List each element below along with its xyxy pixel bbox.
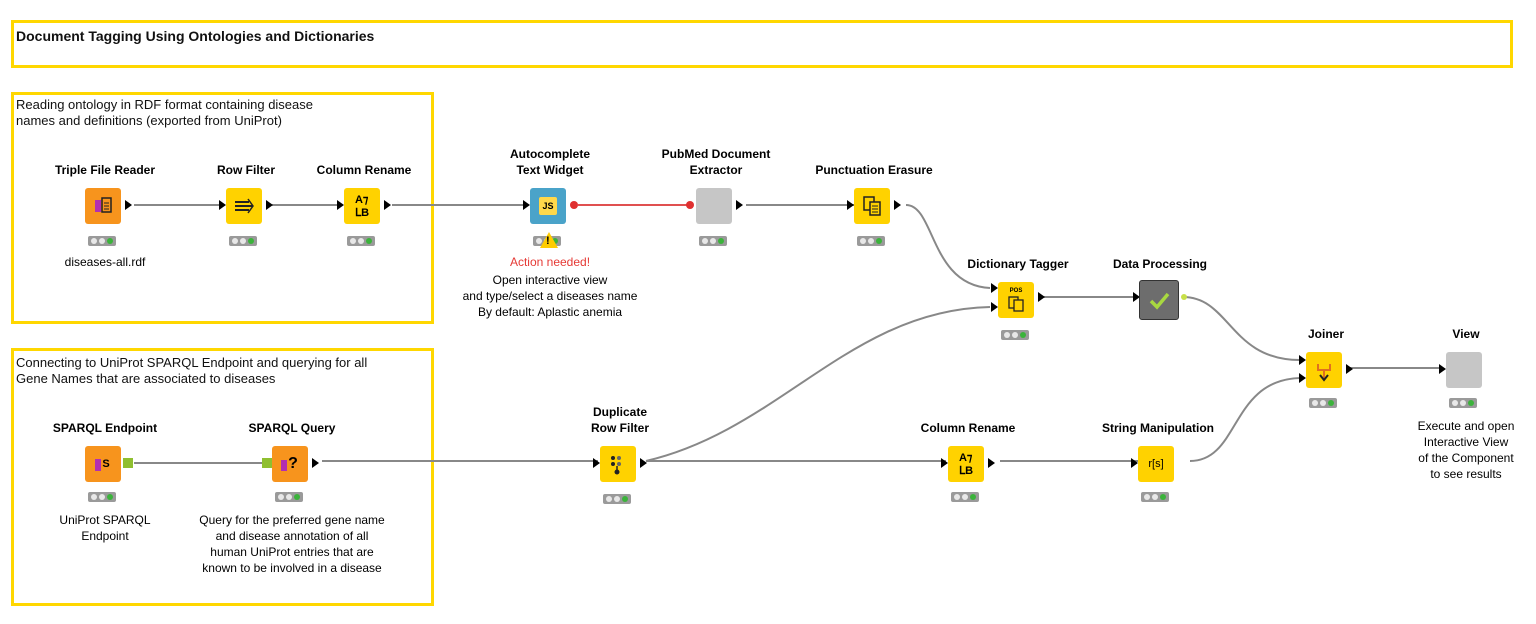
node-label[interactable]: Query for the preferred gene name and di… xyxy=(199,513,385,575)
node-status xyxy=(1309,398,1337,408)
row-filter-icon[interactable] xyxy=(226,188,262,224)
output-port[interactable] xyxy=(1346,364,1353,374)
node-title: Punctuation Erasure xyxy=(815,163,933,177)
node-label[interactable]: Execute and open Interactive View of the… xyxy=(1417,419,1515,481)
string-glyph: r[s] xyxy=(1148,458,1164,470)
ontology-annotation[interactable] xyxy=(11,92,434,324)
output-port[interactable] xyxy=(1181,294,1187,300)
query-glyph: ? xyxy=(288,455,298,472)
js-text: JS xyxy=(542,201,554,211)
joiner-icon[interactable] xyxy=(1306,352,1342,388)
column-rename-icon[interactable]: A⁊ᒪB xyxy=(948,446,984,482)
node-title: Duplicate Row Filter xyxy=(590,405,649,435)
component-icon[interactable] xyxy=(696,188,732,224)
punctuation-erasure-icon[interactable] xyxy=(854,188,890,224)
output-port[interactable] xyxy=(988,458,995,468)
node-status xyxy=(951,492,979,502)
workflow-title: Document Tagging Using Ontologies and Di… xyxy=(16,28,375,44)
rename-glyph: A⁊ᒪB xyxy=(354,194,370,219)
output-port[interactable] xyxy=(384,200,391,210)
node-status xyxy=(603,494,631,504)
node-title: PubMed Document Extractor xyxy=(661,147,771,177)
connection-duprow-tagger xyxy=(645,306,991,462)
output-port[interactable] xyxy=(736,200,743,210)
port-dot-in xyxy=(686,201,694,209)
input-port-1[interactable] xyxy=(991,283,998,293)
connection-stringmanip-joiner xyxy=(1189,377,1301,462)
output-port[interactable] xyxy=(312,458,319,468)
js-badge: JS xyxy=(539,197,557,215)
sparql-endpoint-icon[interactable]: S xyxy=(85,446,121,482)
connection-processing-joiner xyxy=(1182,296,1301,361)
node-label[interactable]: UniProt SPARQL Endpoint xyxy=(59,513,151,543)
input-port[interactable] xyxy=(337,200,344,210)
input-port[interactable] xyxy=(1131,458,1138,468)
node-status xyxy=(857,236,885,246)
connection-port-out[interactable] xyxy=(123,458,133,468)
rename-glyph: A⁊ᒪB xyxy=(958,452,974,477)
node-label[interactable]: diseases-all.rdf xyxy=(64,255,146,269)
node-title: Column Rename xyxy=(920,421,1016,435)
node-title: Autocomplete Text Widget xyxy=(509,147,590,177)
warning-text: Action needed! xyxy=(509,255,591,269)
input-port[interactable] xyxy=(941,458,948,468)
node-status xyxy=(1001,330,1029,340)
endpoint-glyph: S xyxy=(102,458,110,470)
node-status xyxy=(347,236,375,246)
sparql-annotation-text: Connecting to UniProt SPARQL Endpoint an… xyxy=(16,355,368,386)
node-title: SPARQL Endpoint xyxy=(52,421,158,435)
port-dot-out xyxy=(570,201,578,209)
pos-text: POS xyxy=(1009,288,1023,294)
metanode-icon[interactable] xyxy=(1139,280,1179,320)
input-port[interactable] xyxy=(593,458,600,468)
node-status xyxy=(1141,492,1169,502)
column-rename-icon[interactable]: A⁊ᒪB xyxy=(344,188,380,224)
connection-punctuation-tagger xyxy=(905,204,991,289)
triple-reader-icon[interactable] xyxy=(85,188,121,224)
duplicate-row-filter-icon[interactable] xyxy=(600,446,636,482)
sparql-annotation[interactable] xyxy=(11,348,434,606)
input-port[interactable] xyxy=(1439,364,1446,374)
input-port-2[interactable] xyxy=(991,302,998,312)
input-port[interactable] xyxy=(847,200,854,210)
ontology-annotation-text: Reading ontology in RDF format containin… xyxy=(16,97,314,128)
output-port[interactable] xyxy=(640,458,647,468)
node-title: SPARQL Query xyxy=(248,421,336,435)
node-status xyxy=(1449,398,1477,408)
js-widget-icon[interactable]: JS xyxy=(530,188,566,224)
node-status xyxy=(229,236,257,246)
output-port[interactable] xyxy=(266,200,273,210)
workflow-title-annotation[interactable] xyxy=(11,20,1513,68)
node-title: String Manipulation xyxy=(1102,421,1214,435)
warning-icon: ! xyxy=(540,232,558,248)
node-title: View xyxy=(1452,327,1480,341)
node-status xyxy=(699,236,727,246)
sparql-query-icon[interactable]: ? xyxy=(272,446,308,482)
connection-port-in[interactable] xyxy=(262,458,272,468)
node-title: Row Filter xyxy=(216,163,275,177)
input-port[interactable] xyxy=(219,200,226,210)
output-port[interactable] xyxy=(125,200,132,210)
node-title: Data Processing xyxy=(1112,257,1208,271)
input-port[interactable] xyxy=(1133,292,1140,302)
string-manipulation-icon[interactable]: r[s] xyxy=(1138,446,1174,482)
output-port[interactable] xyxy=(1038,292,1045,302)
input-port-2[interactable] xyxy=(1299,373,1306,383)
node-title: Triple File Reader xyxy=(54,163,156,177)
node-title: Column Rename xyxy=(316,163,412,177)
node-label[interactable]: Open interactive view and type/select a … xyxy=(462,273,638,319)
component-icon[interactable] xyxy=(1446,352,1482,388)
output-port[interactable] xyxy=(894,200,901,210)
node-status xyxy=(275,492,303,502)
input-port-1[interactable] xyxy=(1299,355,1306,365)
node-status xyxy=(88,492,116,502)
dictionary-tagger-icon[interactable]: POS xyxy=(998,282,1034,318)
node-status xyxy=(88,236,116,246)
node-title: Joiner xyxy=(1307,327,1344,341)
input-port[interactable] xyxy=(523,200,530,210)
node-title: Dictionary Tagger xyxy=(967,257,1069,271)
